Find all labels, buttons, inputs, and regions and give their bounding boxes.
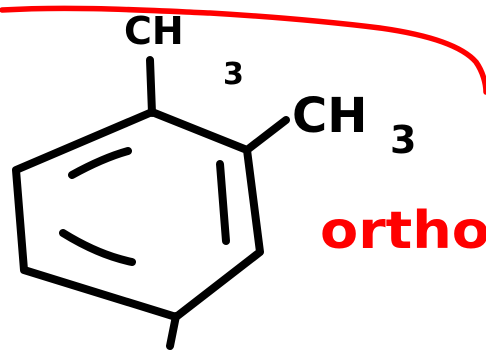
top-red-annotation-stroke [0, 5, 486, 95]
upper-substituent-bond [146, 56, 156, 117]
inner-double-bond-left [68, 147, 132, 179]
top-ch-label: CH [124, 9, 184, 53]
top-subscript-label: 3 [223, 57, 244, 92]
inner-double-bond-right [216, 160, 230, 245]
bottom-tail-stroke [166, 312, 180, 350]
ortho-annotation-label: ortho [320, 201, 486, 261]
side-ch-label: CH [292, 88, 367, 144]
side-subscript-label: 3 [390, 118, 416, 162]
inner-double-bond-bottom [59, 229, 136, 266]
right-substituent-bond [243, 116, 290, 154]
